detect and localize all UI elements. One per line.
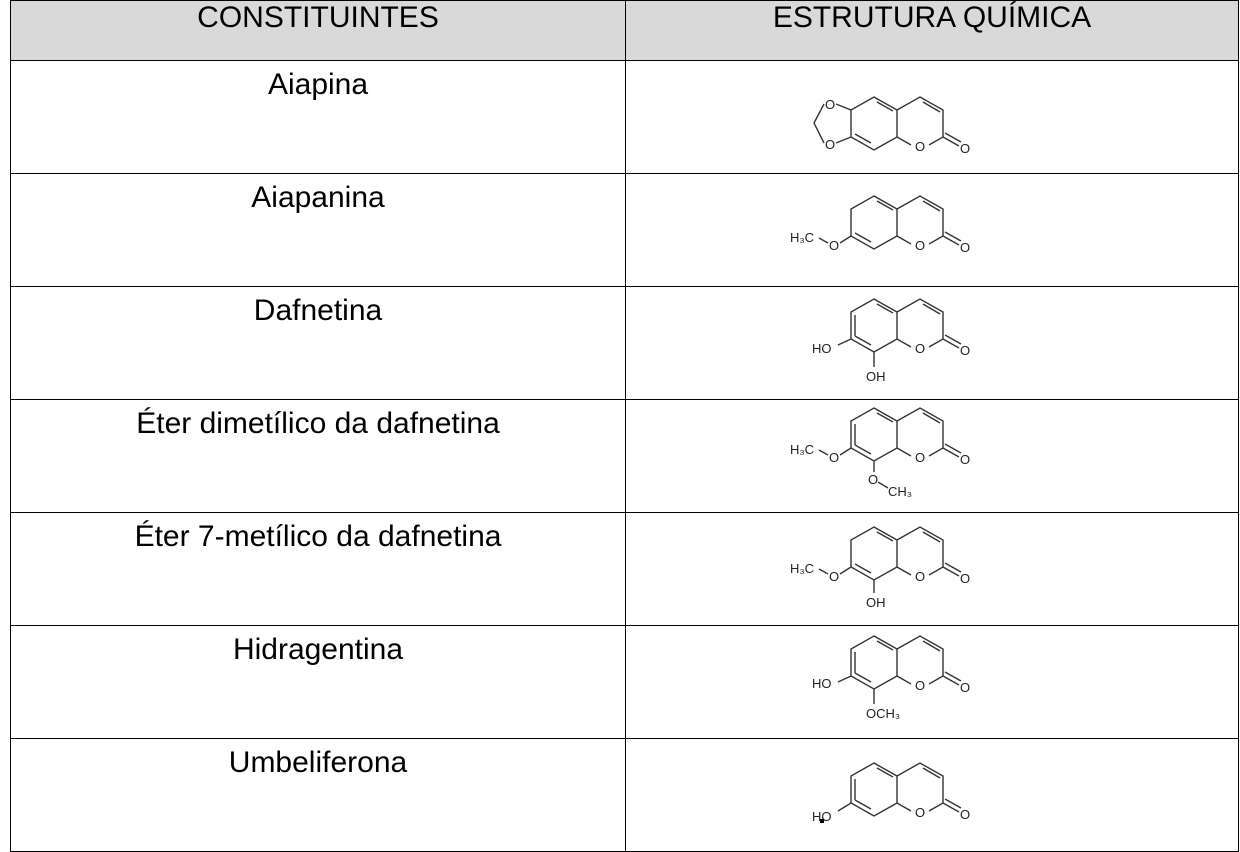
constituent-name: Éter dimetílico da dafnetina <box>10 399 626 513</box>
table-row: Aiapina O O O O <box>10 60 1239 174</box>
atom-label: O <box>960 807 970 822</box>
atom-label: H₃C <box>790 442 814 457</box>
chemical-structure-cell: H₃C O O O <box>625 173 1239 287</box>
chemical-structure-cell: HO OCH₃ O O <box>625 625 1239 739</box>
atom-label: OH <box>866 369 886 384</box>
atom-label: O <box>960 571 970 586</box>
atom-label: O <box>829 238 839 253</box>
structure-eter-7-metilico-dafnetina: H₃C O OH O O <box>790 526 970 610</box>
stray-dot <box>820 819 824 823</box>
structure-eter-dimetilico-dafnetina: H₃C O O CH₃ O O <box>790 407 970 499</box>
atom-label: HO <box>812 676 832 691</box>
atom-label: CH₃ <box>888 484 912 499</box>
atom-label: O <box>825 137 835 152</box>
atom-label: O <box>829 569 839 584</box>
atom-label: O <box>915 341 925 356</box>
table-row: Dafnetina HO OH O O <box>10 286 1239 400</box>
atom-label: HO <box>812 341 832 356</box>
header-constituintes: CONSTITUINTES <box>10 0 626 61</box>
atom-label: O <box>915 139 925 154</box>
atom-label: O <box>829 450 839 465</box>
constituents-table: CONSTITUINTES ESTRUTURA QUÍMICA Aiapina <box>10 0 1239 852</box>
table-row: Umbeliferona HO O O <box>10 738 1239 852</box>
atom-label: O <box>915 450 925 465</box>
chemical-structure-cell: HO OH O O <box>625 286 1239 400</box>
table-row: Aiapanina H₃C O O O <box>10 173 1239 287</box>
atom-label: HO <box>812 809 832 824</box>
chemical-structure-cell: O O O O <box>625 60 1239 174</box>
atom-label: O <box>825 97 835 112</box>
table-row: Éter dimetílico da dafnetina H₃C O O CH <box>10 399 1239 513</box>
chemical-structure-cell: H₃C O OH O O <box>625 512 1239 626</box>
structure-aiapanina: H₃C O O O <box>790 195 970 255</box>
atom-label: OH <box>866 595 886 610</box>
structure-aiapina: O O O O <box>813 96 970 156</box>
structure-umbeliferona: HO O O <box>812 762 970 824</box>
table-row: Éter 7-metílico da dafnetina H₃C O OH O … <box>10 512 1239 626</box>
atom-label: O <box>915 678 925 693</box>
atom-label: O <box>915 805 925 820</box>
structure-dafnetina: HO OH O O <box>812 298 970 384</box>
table-header-row: CONSTITUINTES ESTRUTURA QUÍMICA <box>10 0 1239 61</box>
atom-label: O <box>915 238 925 253</box>
constituent-name: Aiapina <box>10 60 626 174</box>
structure-hidragentina: HO OCH₃ O O <box>812 635 970 721</box>
atom-label: O <box>960 343 970 358</box>
atom-label: O <box>960 680 970 695</box>
atom-label: OCH₃ <box>866 706 900 721</box>
atom-label: H₃C <box>790 561 814 576</box>
atom-label: O <box>960 141 970 156</box>
constituent-name: Aiapanina <box>10 173 626 287</box>
constituent-name: Éter 7-metílico da dafnetina <box>10 512 626 626</box>
constituent-name: Umbeliferona <box>10 738 626 852</box>
atom-label: O <box>915 569 925 584</box>
constituent-name: Dafnetina <box>10 286 626 400</box>
atom-label: O <box>868 472 878 487</box>
constituent-name: Hidragentina <box>10 625 626 739</box>
atom-label: O <box>960 452 970 467</box>
chemical-structure-cell: HO O O <box>625 738 1239 852</box>
atom-label: H₃C <box>790 230 814 245</box>
chemical-structure-cell: H₃C O O CH₃ O O <box>625 399 1239 513</box>
table-row: Hidragentina HO OCH₃ O O <box>10 625 1239 739</box>
header-estrutura-quimica: ESTRUTURA QUÍMICA <box>625 0 1239 61</box>
atom-label: O <box>960 240 970 255</box>
